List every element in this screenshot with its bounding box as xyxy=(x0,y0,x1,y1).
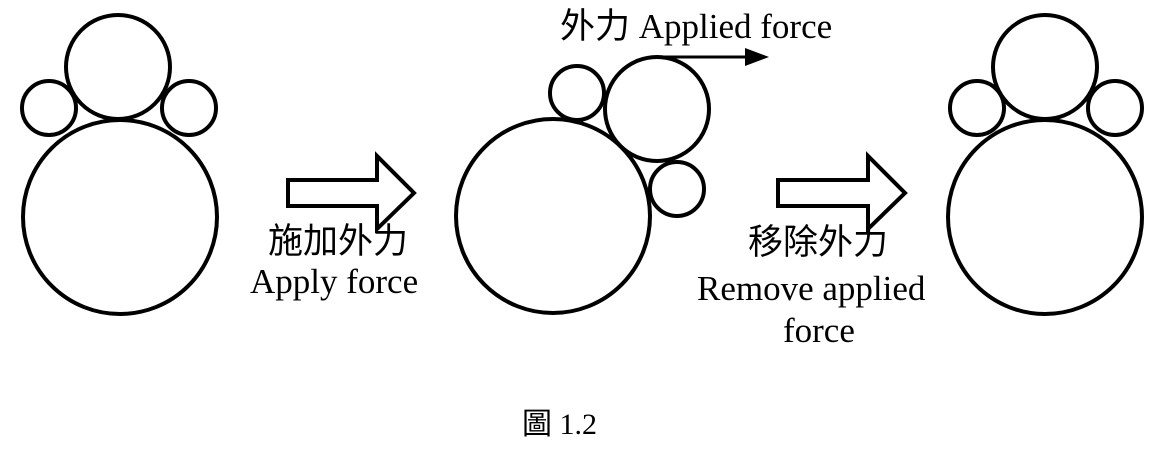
apply-arrow xyxy=(286,151,417,234)
apply-force-label-en: Apply force xyxy=(250,262,418,301)
initial-state-cluster xyxy=(20,13,219,316)
restored-left-small-circle xyxy=(948,79,1006,137)
initial-top-circle xyxy=(64,13,172,121)
initial-right-small-circle xyxy=(160,79,218,137)
applied-force-arrow xyxy=(657,48,769,66)
remove-force-label-en-line2: force xyxy=(783,311,855,350)
applied-lower-right-small-circle xyxy=(648,160,706,218)
remove-force-label-zh: 移除外力 xyxy=(748,223,888,262)
force-applied-cluster xyxy=(454,55,711,315)
figure-caption: 圖 1.2 xyxy=(522,408,597,441)
initial-large-circle xyxy=(21,118,219,316)
restored-state-cluster xyxy=(946,13,1144,316)
restored-right-small-circle xyxy=(1086,79,1144,137)
applied-large-circle xyxy=(454,117,652,315)
initial-left-small-circle xyxy=(20,79,78,137)
applied-force-label: 外力 Applied force xyxy=(560,7,832,46)
remove-force-label-en-line1: Remove applied xyxy=(697,269,926,308)
restored-large-circle xyxy=(946,118,1144,316)
applied-top-circle xyxy=(603,55,711,163)
applied-upper-left-small-circle xyxy=(548,64,606,122)
remove-arrow xyxy=(776,151,908,234)
apply-force-label-zh: 施加外力 xyxy=(268,222,408,261)
restored-top-circle xyxy=(991,13,1099,121)
